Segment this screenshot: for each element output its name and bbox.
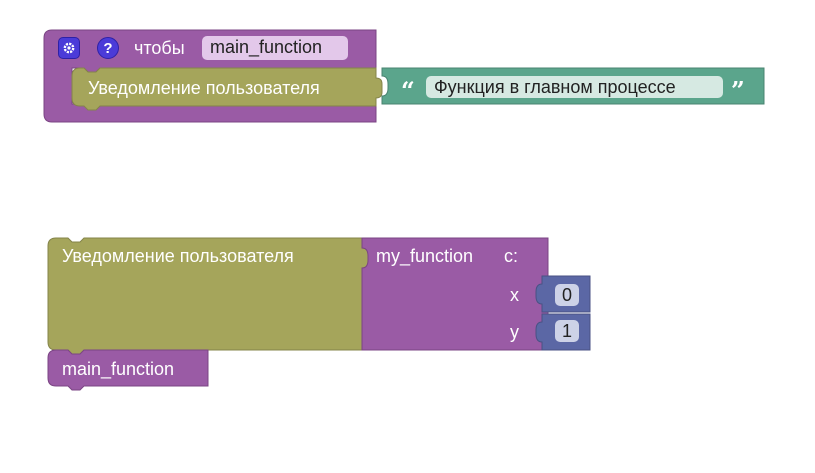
arg-x-label: x — [510, 285, 519, 305]
text-value-field[interactable]: Функция в главном процессе — [426, 76, 723, 98]
help-glyph: ? — [103, 39, 113, 57]
procedure-notify-block-shape[interactable] — [71, 67, 383, 111]
gear-icon[interactable] — [58, 37, 80, 59]
main-call-block-shape[interactable] — [47, 349, 209, 391]
procedure-name-field[interactable]: main_function — [202, 36, 348, 60]
gear-glyph — [63, 42, 75, 54]
open-quote-icon: “ — [401, 76, 415, 105]
arg-y-label: y — [510, 322, 519, 342]
close-quote-icon: ” — [731, 76, 745, 105]
procedure-def-label: чтобы — [134, 38, 185, 58]
notify-label: Уведомление пользователя — [62, 246, 294, 266]
call-block-shape[interactable] — [361, 237, 549, 351]
number-field-x[interactable]: 0 — [555, 284, 579, 306]
procedure-notify-label: Уведомление пользователя — [88, 78, 320, 98]
call-function-name: my_function — [376, 246, 474, 266]
help-icon[interactable]: ? — [97, 37, 119, 59]
number-field-y[interactable]: 1 — [555, 320, 579, 342]
main-call-name: main_function — [62, 359, 175, 379]
call-with-label: с: — [504, 246, 519, 266]
